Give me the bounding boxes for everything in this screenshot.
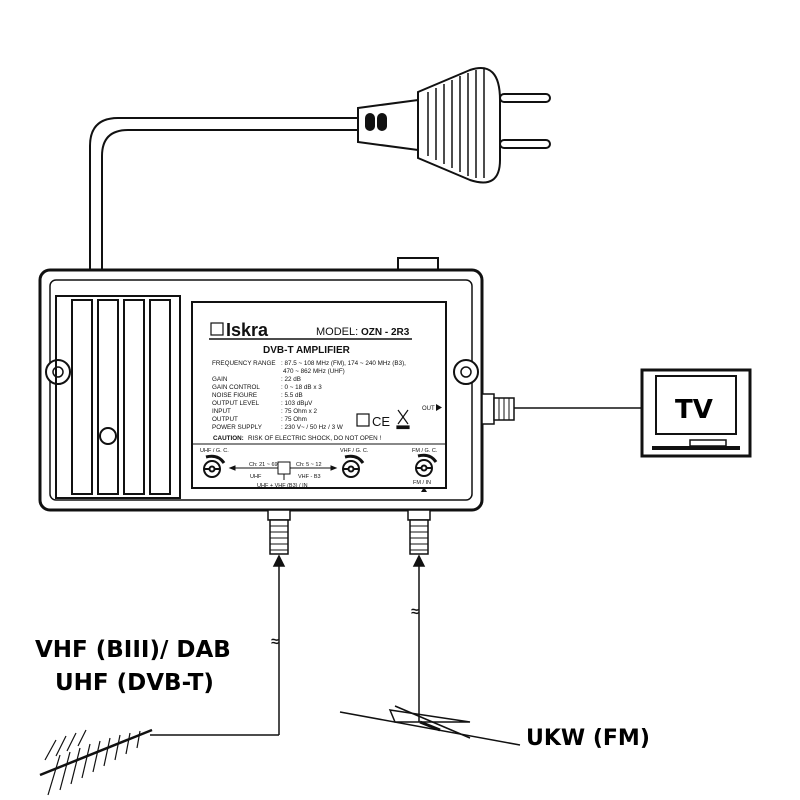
fm-antenna-cable [412,554,426,722]
spec-key: FREQUENCY RANGE [212,360,276,367]
fm-knob-label: FM / G. C. [412,448,438,454]
spec-key: OUTPUT LEVEL [212,400,260,407]
vhf-uhf-antenna-cable [150,554,286,736]
vhf-channels: Ch: 5 ~ 12 [296,462,322,468]
uhf-channels: Ch: 21 ~ 69 [249,462,278,468]
ce-mark: CE [372,414,390,429]
brand-name: Iskra [226,320,269,340]
uhf-knob-label: UHF / G. C. [200,448,229,454]
spec-value: : 87.5 ~ 108 MHz (FM), 174 ~ 240 MHz (B3… [281,360,406,367]
spec-key: INPUT [212,408,231,415]
signal-split-arrows [228,461,338,480]
combined-input-label: UHF + VHF (B3) / IN [257,483,308,489]
weee-bin-icon [396,409,410,430]
fm-antenna [339,705,521,746]
spec-key: OUTPUT [212,416,238,423]
spec-value: : 75 Ohm [281,416,307,423]
spec-value: : 75 Ohm x 2 [281,408,318,415]
uhf-dvbt-label: UHF (DVB-T) [55,670,214,696]
model-prefix: MODEL: [316,326,358,338]
fm-input-label: FM / IN [413,480,431,486]
spec-value: : 0 ~ 18 dB x 3 [281,384,322,391]
label-plate: Iskra MODEL: OZN - 2R3 DVB-T AMPLIFIER F… [191,301,447,492]
spec-value: : 230 V~ / 50 Hz / 3 W [281,424,343,431]
caution-label: CAUTION: [213,435,244,442]
fm-input-arrow-icon [421,487,427,492]
spec-key: GAIN CONTROL [212,384,260,391]
vhf-dab-label: VHF (BIII)/ DAB [35,637,231,663]
out-label: OUT [422,406,435,412]
ventilation-grille [55,295,181,499]
vhf-gain-knob[interactable] [342,454,365,478]
power-plug [357,67,551,184]
cable-break-symbol: ≈ [271,633,279,649]
tv-set: TV [640,368,752,458]
spec-key: GAIN [212,376,228,383]
input-connector-uhf-vhf[interactable] [267,509,291,555]
input-connector-fm[interactable] [407,509,431,555]
double-insulation-icon [356,413,370,427]
spec-value: : 5.5 dB [281,392,303,399]
spec-value: : 22 dB [281,376,301,383]
caution-text: RISK OF ELECTRIC SHOCK, DO NOT OPEN ! [248,435,381,442]
iskra-logo-icon [210,322,224,336]
vhf-knob-label: VHF / G. C. [340,448,369,454]
product-title: DVB-T AMPLIFIER [263,345,351,356]
vhf-uhf-antenna [39,728,153,796]
spec-key: NOISE FIGURE [212,392,257,399]
output-connector[interactable] [481,393,515,425]
uhf-text: UHF [250,474,262,480]
spec-value: 470 ~ 862 MHz (UHF) [283,368,345,375]
vhf-text: VHF - B3 [298,474,321,480]
out-arrow-icon [436,404,442,411]
spec-key: POWER SUPPLY [212,424,263,431]
spec-value: : 103 dBµV [281,400,313,407]
uhf-gain-knob[interactable] [203,454,226,478]
cable-break-symbol: ≈ [411,603,419,619]
spec-list: FREQUENCY RANGE : 87.5 ~ 108 MHz (FM), 1… [212,360,406,431]
fm-gain-knob[interactable] [415,453,438,477]
power-cable [89,117,360,270]
model-number: OZN - 2R3 [361,327,410,338]
ukw-fm-label: UKW (FM) [526,726,650,751]
tv-label: TV [675,395,713,425]
